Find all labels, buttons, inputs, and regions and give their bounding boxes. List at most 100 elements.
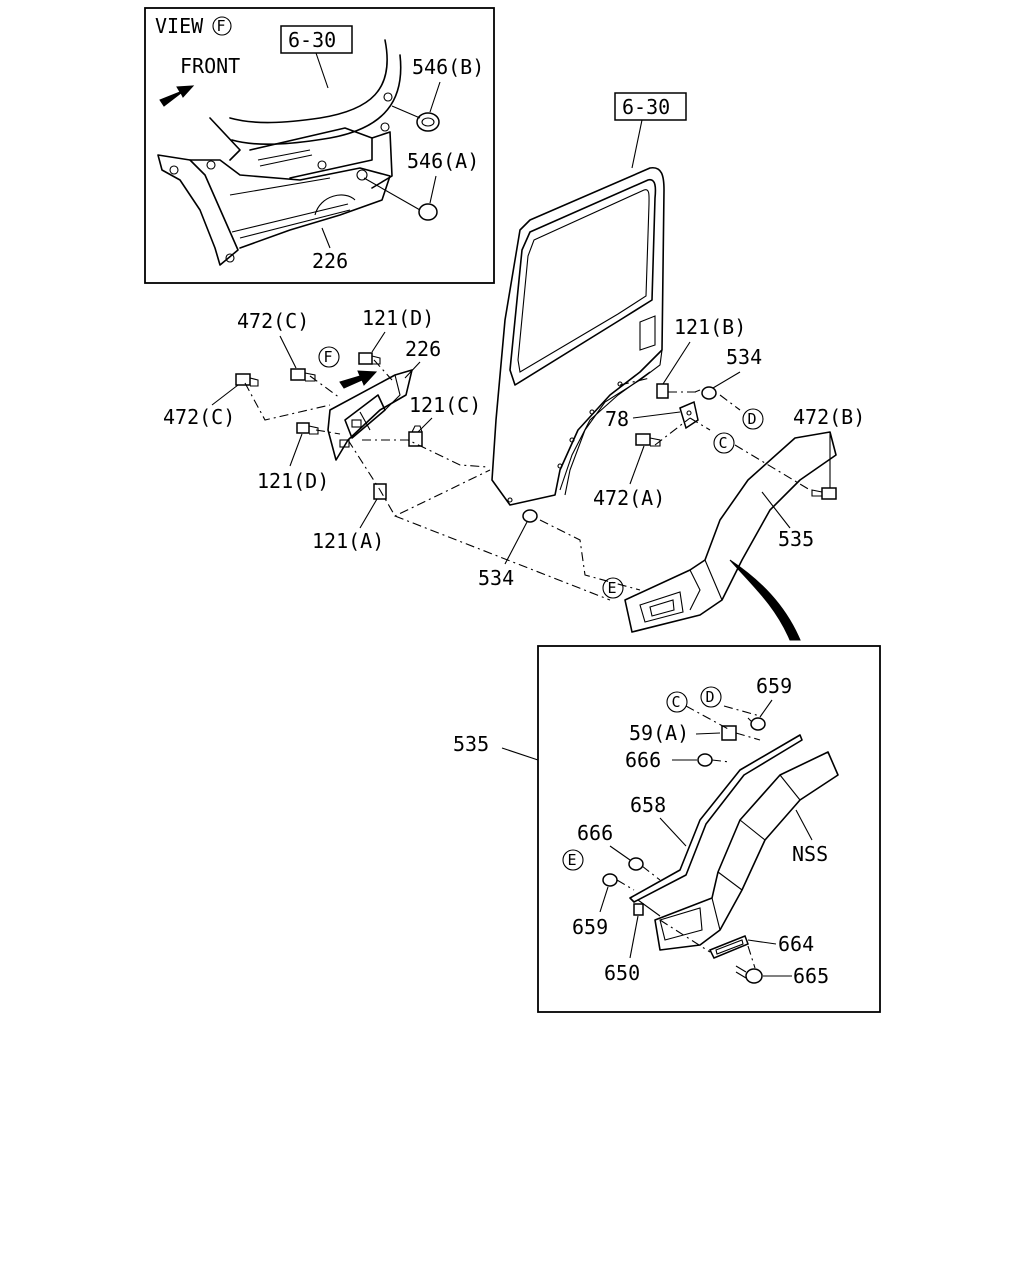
label-121b: 121(B) — [674, 315, 746, 339]
marker-c-circle — [713, 432, 735, 454]
label-659-top: 659 — [756, 674, 792, 698]
label-666-mid: 666 — [577, 821, 613, 845]
label-534-bottom: 534 — [478, 566, 514, 590]
bracket-226-slot-1 — [351, 419, 362, 428]
leader-659-top — [759, 699, 773, 718]
inset-hole-top — [380, 122, 390, 132]
leader-664 — [747, 939, 777, 945]
leader-121a — [359, 498, 378, 529]
leader-535-main — [761, 491, 791, 529]
label-59a: 59(A) — [629, 721, 689, 745]
inset-bolt-hole-1 — [169, 165, 179, 175]
label-472b: 472(B) — [793, 405, 865, 429]
grommet-546b-icon — [416, 112, 440, 132]
clip-59a-icon — [721, 725, 737, 741]
detail-marker-d-circle — [700, 686, 722, 708]
bolt-659-top-icon — [747, 717, 766, 731]
label-472c-left: 472(C) — [163, 405, 235, 429]
leader-546b — [429, 81, 441, 113]
front-arrow-icon — [159, 85, 195, 107]
bracket-226 — [327, 369, 413, 461]
arch-hole-2 — [589, 409, 595, 415]
clip-121c-icon — [408, 425, 423, 447]
inset-fender-detail: 535 — [453, 645, 881, 1013]
label-546b: 546(B) — [412, 55, 484, 79]
nut-534-bottom-icon — [522, 509, 538, 523]
nut-666-mid-icon — [628, 857, 644, 871]
grommet-546a-icon — [418, 203, 438, 221]
fender-nss-pocket — [659, 907, 703, 941]
cab-door-panel — [491, 166, 665, 506]
bolt-472b-icon — [811, 487, 837, 500]
grommet-546b-inner — [421, 117, 435, 127]
detail-marker-c-circle — [666, 691, 688, 713]
inset-view-f-frame — [144, 7, 495, 284]
fender-nss-lip — [637, 899, 661, 917]
bolt-121d-top-icon — [358, 352, 381, 365]
detail-marker-c-letter: C — [672, 693, 681, 711]
view-marker-letter: F — [217, 17, 226, 35]
main-ref-leader — [631, 119, 643, 169]
inset-ref-box-label: 6-30 — [288, 28, 336, 52]
door-window-inner — [517, 189, 650, 373]
main-ref-box-label: 6-30 — [622, 95, 670, 119]
dash-detail-59a — [711, 732, 761, 763]
dash-534-bottom — [539, 519, 641, 591]
label-650: 650 — [604, 961, 640, 985]
label-226-inset: 226 — [312, 249, 348, 273]
bolt-665-icon — [735, 965, 763, 984]
dash-121a — [347, 439, 491, 517]
dash-472a — [654, 417, 691, 446]
bracket-226-plate — [344, 394, 386, 439]
label-121c: 121(C) — [409, 393, 481, 417]
inset-cab-step — [249, 127, 373, 179]
leader-658 — [659, 817, 687, 847]
inset-hole-upper — [383, 92, 393, 102]
view-f-arrow-icon — [339, 370, 378, 389]
bolt-472c-top-icon — [290, 368, 316, 382]
leader-78 — [632, 411, 681, 419]
label-121d-bottom: 121(D) — [257, 469, 329, 493]
nut-534-top-icon — [694, 386, 717, 400]
clip-121b-icon — [656, 383, 669, 399]
inset-cab-inner — [231, 54, 402, 145]
arch-hole-1 — [617, 381, 623, 387]
marker-f-circle — [318, 346, 340, 368]
leader-650 — [629, 915, 639, 959]
dash-78-472b — [689, 417, 811, 491]
inset-bracket-226 — [157, 154, 239, 266]
leader-535-outer — [501, 747, 539, 761]
inset-cab-slot — [257, 149, 313, 167]
label-659-bottom: 659 — [572, 915, 608, 939]
dash-to-e — [394, 515, 611, 601]
marker-f-letter: F — [324, 348, 333, 366]
leader-666-mid — [609, 845, 631, 861]
bracket-78-icon — [679, 400, 699, 430]
dash-472c-left — [244, 382, 331, 421]
label-534-top: 534 — [726, 345, 762, 369]
leader-534-top — [712, 371, 741, 389]
main-assembly: 6-30 — [163, 92, 865, 641]
detail-marker-e-circle — [562, 849, 584, 871]
wheel-arch-edge — [564, 349, 663, 496]
inset-cab-upper — [229, 39, 388, 124]
bracket-226-ribs — [359, 374, 401, 431]
label-226-main: 226 — [405, 337, 441, 361]
arch-hole-4 — [557, 463, 563, 469]
dash-door-121b — [619, 377, 651, 386]
label-658: 658 — [630, 793, 666, 817]
leader-59a — [695, 732, 721, 735]
leader-659-bottom — [599, 886, 609, 913]
marker-e-circle — [602, 577, 624, 599]
leader-121d-top — [371, 331, 386, 353]
inset-fender-frame — [537, 645, 881, 1013]
label-535-main: 535 — [778, 527, 814, 551]
dash-121d-top — [373, 359, 393, 381]
label-546a: 546(A) — [407, 149, 479, 173]
fender-535-pocket-inner — [649, 599, 675, 617]
fender-nss-ribs — [711, 774, 801, 931]
detail-marker-e-letter: E — [568, 851, 577, 869]
inset-view-f: VIEW F FRONT 6-30 546(B) — [144, 7, 495, 284]
leader-546a — [429, 175, 437, 204]
